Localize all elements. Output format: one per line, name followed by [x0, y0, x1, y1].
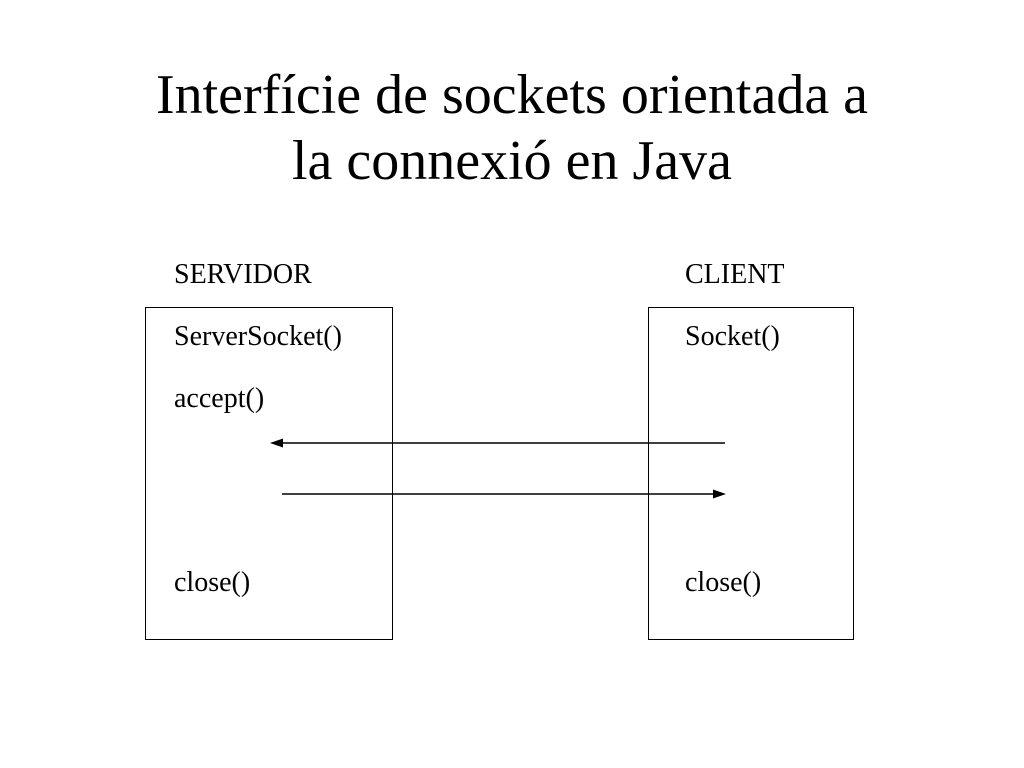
slide-title: Interfície de sockets orientada a la con…	[0, 62, 1024, 194]
server-box	[145, 307, 393, 640]
arrow-client-to-server	[270, 438, 725, 448]
client-call-close: close()	[685, 567, 762, 598]
slide-title-line-1: Interfície de sockets orientada a	[155, 64, 869, 126]
client-call-socket: Socket()	[685, 321, 780, 352]
server-call-accept: accept()	[174, 383, 265, 414]
client-box	[648, 307, 854, 640]
server-heading: SERVIDOR	[174, 259, 312, 290]
server-call-serversocket: ServerSocket()	[174, 321, 342, 352]
arrow-client-to-server-head	[270, 438, 283, 448]
server-call-close: close()	[174, 567, 251, 598]
arrow-server-to-client	[282, 489, 726, 499]
slide-title-line-2: la connexió en Java	[291, 130, 733, 192]
arrow-server-to-client-head	[713, 489, 726, 499]
client-heading: CLIENT	[685, 259, 785, 290]
